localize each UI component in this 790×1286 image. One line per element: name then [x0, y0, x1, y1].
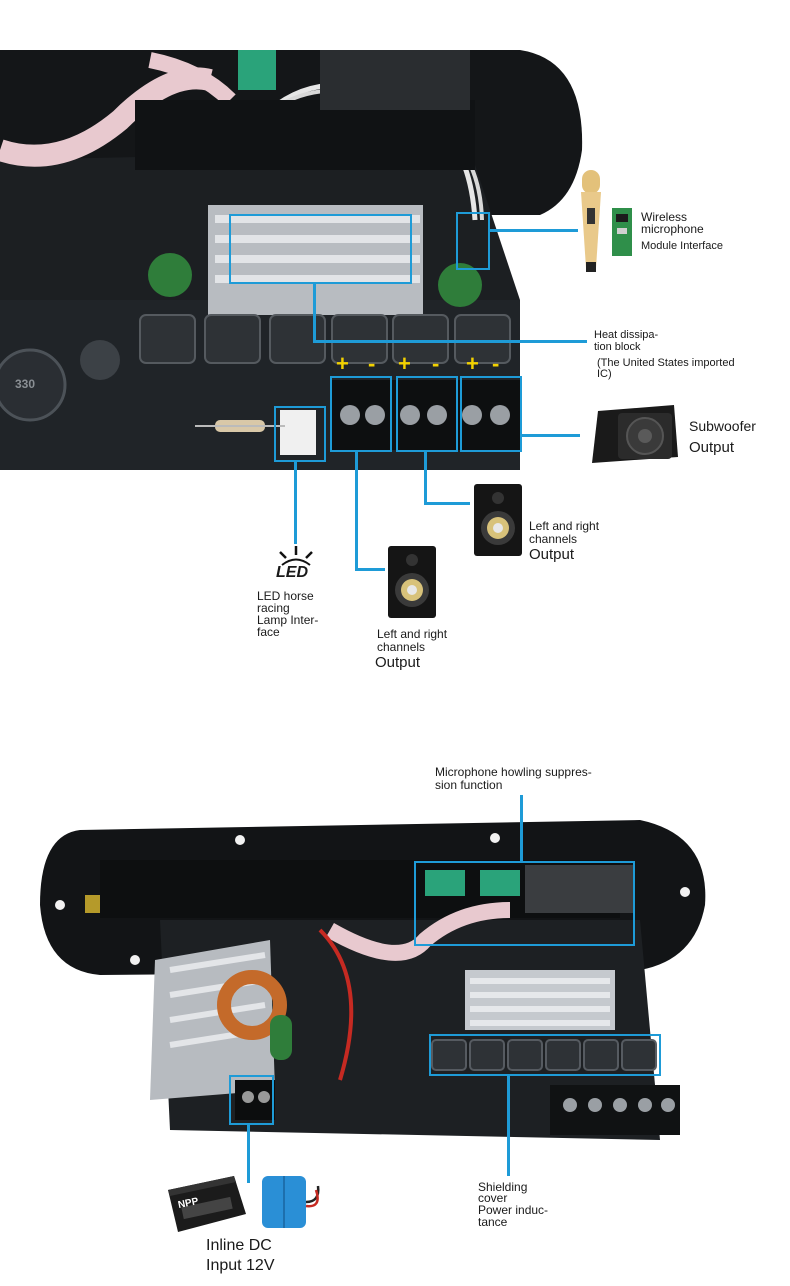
polarity-minus-2: -: [432, 351, 440, 376]
lithium-battery-icon: [258, 1172, 322, 1232]
subwoofer-icon: [588, 405, 680, 465]
led-interface-highlight-box: [274, 406, 326, 462]
mic-howling-label-line1: Microphone howling suppres-: [435, 765, 592, 779]
sub-leader-line: [522, 434, 580, 437]
heatsink-highlight-box: [229, 214, 412, 284]
mic-howling-leader-line: [520, 795, 523, 861]
polarity-plus-1: +: [336, 351, 349, 376]
lr2-label-line3: Output: [529, 546, 575, 563]
terminal-2-highlight-box: [396, 376, 458, 452]
led-label-line2: racing: [257, 601, 290, 615]
mic-howling-label-line2: sion function: [435, 778, 503, 792]
dc-terminal-highlight-box: [229, 1075, 274, 1125]
heat-label-line1: Heat dissipa-: [594, 329, 659, 341]
inductance-leader-line: [507, 1076, 510, 1176]
subwoofer-label-line2: Output: [689, 439, 735, 456]
dc-label-line1: Inline DC: [206, 1237, 272, 1254]
polarity-minus-1: -: [368, 351, 376, 376]
lead-acid-battery-icon: [164, 1172, 248, 1236]
shielding-label-line1: Shielding: [478, 1180, 528, 1194]
dc-label-line2: Input 12V: [206, 1257, 275, 1274]
lr2-label-line2: channels: [529, 532, 578, 546]
heat-leader-line-v: [313, 284, 316, 342]
mic-interface-highlight-box: [456, 212, 490, 270]
mic-howling-highlight-box: [414, 861, 635, 946]
led-label-line3: Lamp Inter-: [257, 613, 319, 627]
led-label-line1: LED horse: [257, 589, 314, 603]
lr1-label-line2: channels: [377, 640, 426, 654]
inductor-code-text: 330: [15, 377, 36, 391]
led-rays-icon: [274, 546, 318, 566]
polarity-plus-3: +: [466, 351, 479, 376]
shielding-label-line4: tance: [478, 1215, 508, 1229]
lr2-leader-line-v: [424, 452, 427, 504]
heat-leader-line-h: [313, 340, 587, 343]
terminal-3-highlight-box: [460, 376, 522, 452]
lr1-leader-line-h: [355, 568, 385, 571]
heat-label-line2: tion block: [594, 341, 641, 353]
polarity-plus-2: +: [398, 351, 411, 376]
lr1-label-line1: Left and right: [377, 627, 448, 641]
shielding-label-line2: cover: [478, 1191, 508, 1205]
heat-note-line2: IC): [597, 368, 612, 380]
wireless-label-line3: Module Interface: [641, 240, 723, 252]
wireless-label-line1: Wireless: [641, 210, 688, 224]
terminal-1-highlight-box: [330, 376, 392, 452]
wireless-module-icon: [612, 208, 632, 256]
microphone-icon: [576, 168, 606, 274]
shielding-label-line3: Power induc-: [478, 1203, 549, 1217]
inductance-highlight-box: [429, 1034, 661, 1076]
speaker-right-icon: [472, 484, 524, 556]
wireless-label-line2: microphone: [641, 222, 704, 236]
polarity-minus-3: -: [492, 351, 500, 376]
dc-leader-line: [247, 1125, 250, 1183]
bottom-board-photo: [40, 820, 710, 1150]
heat-note-line1: (The United States imported: [597, 357, 735, 369]
led-icon-text: LED: [276, 564, 308, 581]
lr1-leader-line-v: [355, 452, 358, 570]
led-label-line4: face: [257, 625, 280, 639]
lr2-label-line1: Left and right: [529, 519, 600, 533]
subwoofer-label-line1: Subwoofer: [689, 418, 756, 434]
speaker-left-icon: [386, 546, 438, 618]
led-leader-line-v: [294, 462, 297, 544]
mic-leader-line: [490, 229, 578, 232]
lr1-label-line3: Output: [375, 654, 421, 671]
lr2-leader-line-h: [424, 502, 470, 505]
